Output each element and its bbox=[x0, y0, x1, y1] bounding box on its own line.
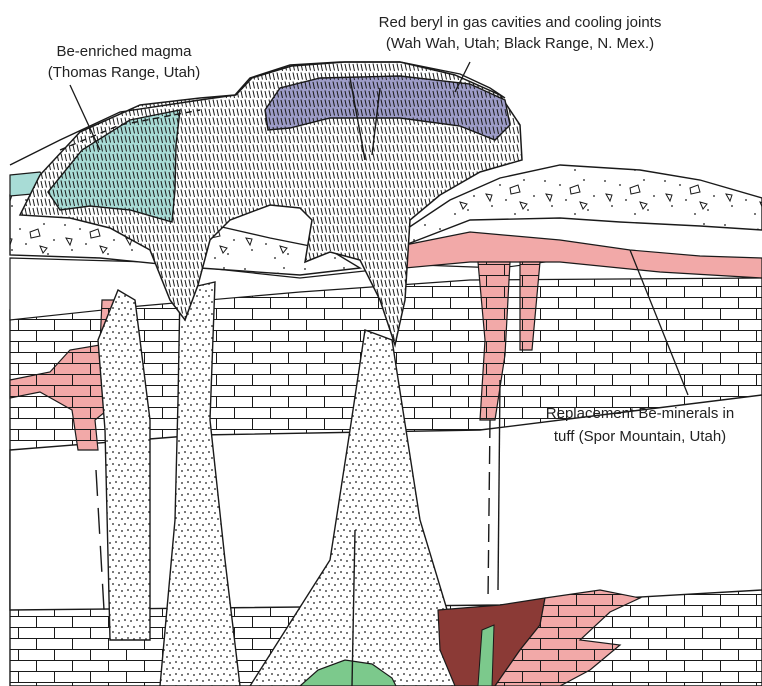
label-be-magma-line2: (Thomas Range, Utah) bbox=[48, 64, 201, 81]
label-be-magma-line1: Be-enriched magma bbox=[56, 43, 192, 60]
label-replacement-line2: tuff (Spor Mountain, Utah) bbox=[554, 428, 726, 445]
label-red-beryl-line1: Red beryl in gas cavities and cooling jo… bbox=[379, 14, 662, 31]
label-red-beryl-line2: (Wah Wah, Utah; Black Range, N. Mex.) bbox=[386, 35, 654, 52]
label-replacement-line1: Replacement Be-minerals in bbox=[546, 405, 734, 422]
